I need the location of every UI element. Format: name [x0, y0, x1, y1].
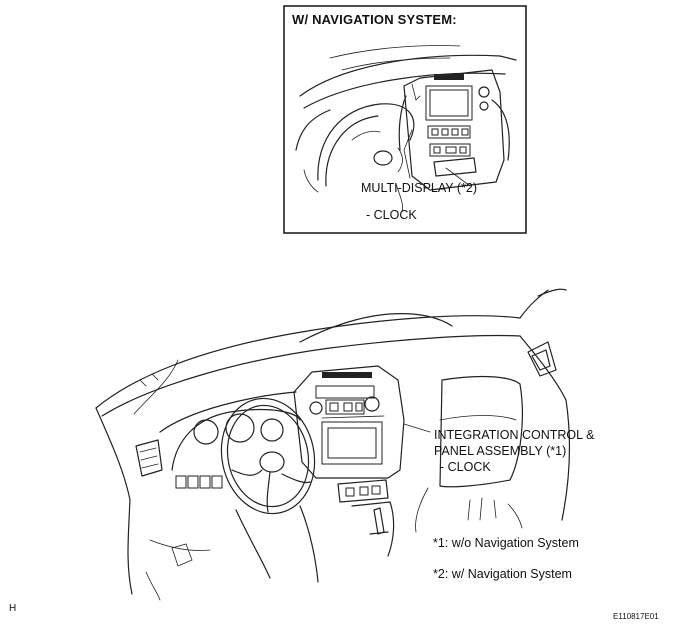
right-vent — [527, 341, 557, 377]
left-vent — [135, 439, 163, 477]
multi-display-label: MULTI-DISPLAY (*2) — [361, 181, 477, 195]
inset-title: W/ NAVIGATION SYSTEM: — [292, 12, 457, 27]
footnote-2: *2: w/ Navigation System — [433, 567, 572, 581]
integration-clock-label: - CLOCK — [440, 460, 491, 474]
multi-display-clock-label: - CLOCK — [366, 208, 417, 222]
footnote-1: *1: w/o Navigation System — [433, 536, 579, 550]
inset-navigation-screen — [425, 85, 473, 121]
steering-wheel — [220, 397, 316, 515]
center-stack — [293, 365, 405, 479]
integration-panel-display — [321, 421, 383, 465]
inset-frame — [283, 5, 527, 234]
shift-lever — [373, 507, 385, 535]
integration-control-label: INTEGRATION CONTROL & — [434, 428, 595, 442]
main-dashboard-drawing — [95, 288, 571, 601]
view-code: H — [9, 603, 17, 614]
figure-id: E110817E01 — [613, 612, 659, 621]
panel-assembly-label: PANEL ASSEMBLY (*1) — [434, 444, 567, 458]
glovebox — [439, 375, 523, 488]
inset-dashboard-drawing — [295, 45, 517, 213]
